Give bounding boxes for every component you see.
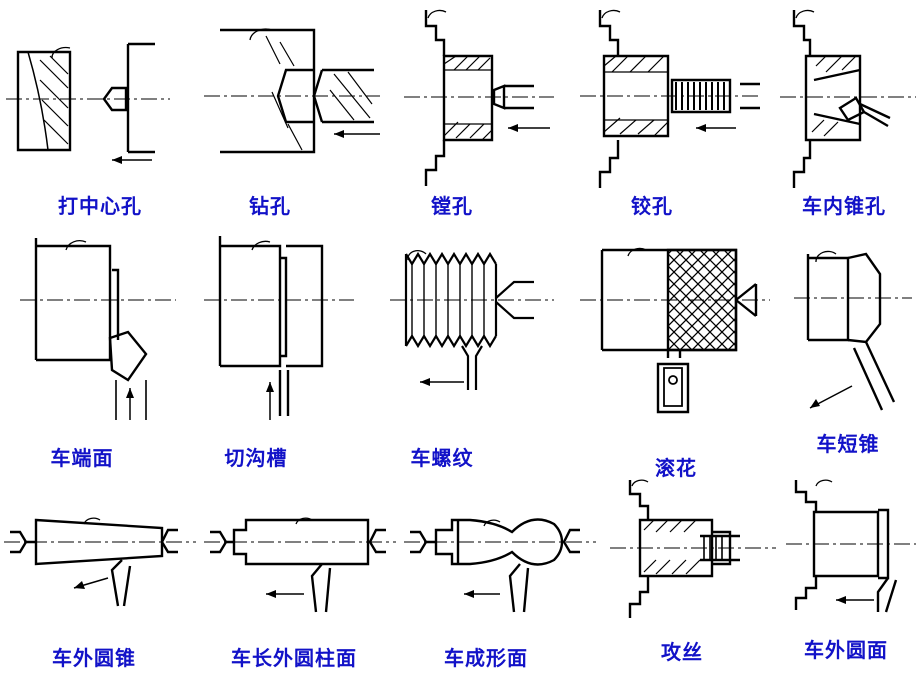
caption-internal-taper: 车内锥孔 — [802, 194, 886, 218]
short-taper-drawing — [794, 250, 912, 411]
center-drilling-drawing — [6, 42, 170, 164]
op-reaming: 铰孔 — [560, 0, 760, 230]
caption-external-taper: 车外圆锥 — [52, 646, 136, 670]
op-external-taper: 车外圆锥 — [0, 480, 200, 690]
caption-short-taper: 车短锥 — [816, 432, 880, 456]
op-center-drilling: 打中心孔 — [0, 0, 184, 230]
op-boring: 镗孔 — [384, 0, 560, 230]
op-short-taper: 车短锥 — [786, 230, 920, 480]
long-cylinder-drawing — [204, 517, 396, 613]
caption-external-cylinder: 车外圆面 — [804, 638, 888, 662]
grooving-drawing — [204, 236, 354, 420]
caption-threading: 车螺纹 — [410, 446, 474, 470]
op-tapping: 攻丝 — [600, 479, 780, 690]
op-external-cylinder: 车外圆面 — [780, 479, 920, 690]
external-cylinder-drawing — [786, 479, 916, 613]
op-drilling: 钻孔 — [184, 0, 384, 230]
threading-drawing — [390, 249, 554, 390]
caption-boring: 镗孔 — [431, 194, 473, 218]
boring-drawing — [404, 9, 554, 186]
op-threading: 车螺纹 — [384, 230, 560, 480]
op-grooving: 切沟槽 — [184, 230, 384, 480]
caption-facing: 车端面 — [50, 446, 114, 470]
caption-tapping: 攻丝 — [661, 640, 703, 664]
op-long-cylinder: 车长外圆柱面 — [200, 480, 400, 690]
form-turning-drawing — [404, 518, 596, 613]
op-internal-taper: 车内锥孔 — [760, 0, 920, 230]
op-form-turning: 车成形面 — [400, 480, 600, 690]
reaming-drawing — [580, 9, 760, 188]
caption-grooving: 切沟槽 — [224, 446, 288, 470]
knurling-drawing — [580, 247, 770, 414]
internal-taper-drawing — [780, 9, 916, 188]
caption-form-turning: 车成形面 — [444, 646, 528, 670]
caption-center-drilling: 打中心孔 — [58, 194, 142, 218]
caption-knurling: 滚花 — [655, 456, 697, 480]
facing-drawing — [20, 238, 176, 420]
drilling-drawing — [204, 28, 380, 154]
external-taper-drawing — [4, 517, 196, 607]
op-facing: 车端面 — [0, 230, 184, 480]
tapping-drawing — [610, 479, 776, 618]
caption-drilling: 钻孔 — [249, 194, 291, 218]
op-knurling: 滚花 — [560, 230, 786, 480]
caption-reaming: 铰孔 — [631, 194, 673, 218]
caption-long-cylinder: 车长外圆柱面 — [231, 646, 357, 670]
